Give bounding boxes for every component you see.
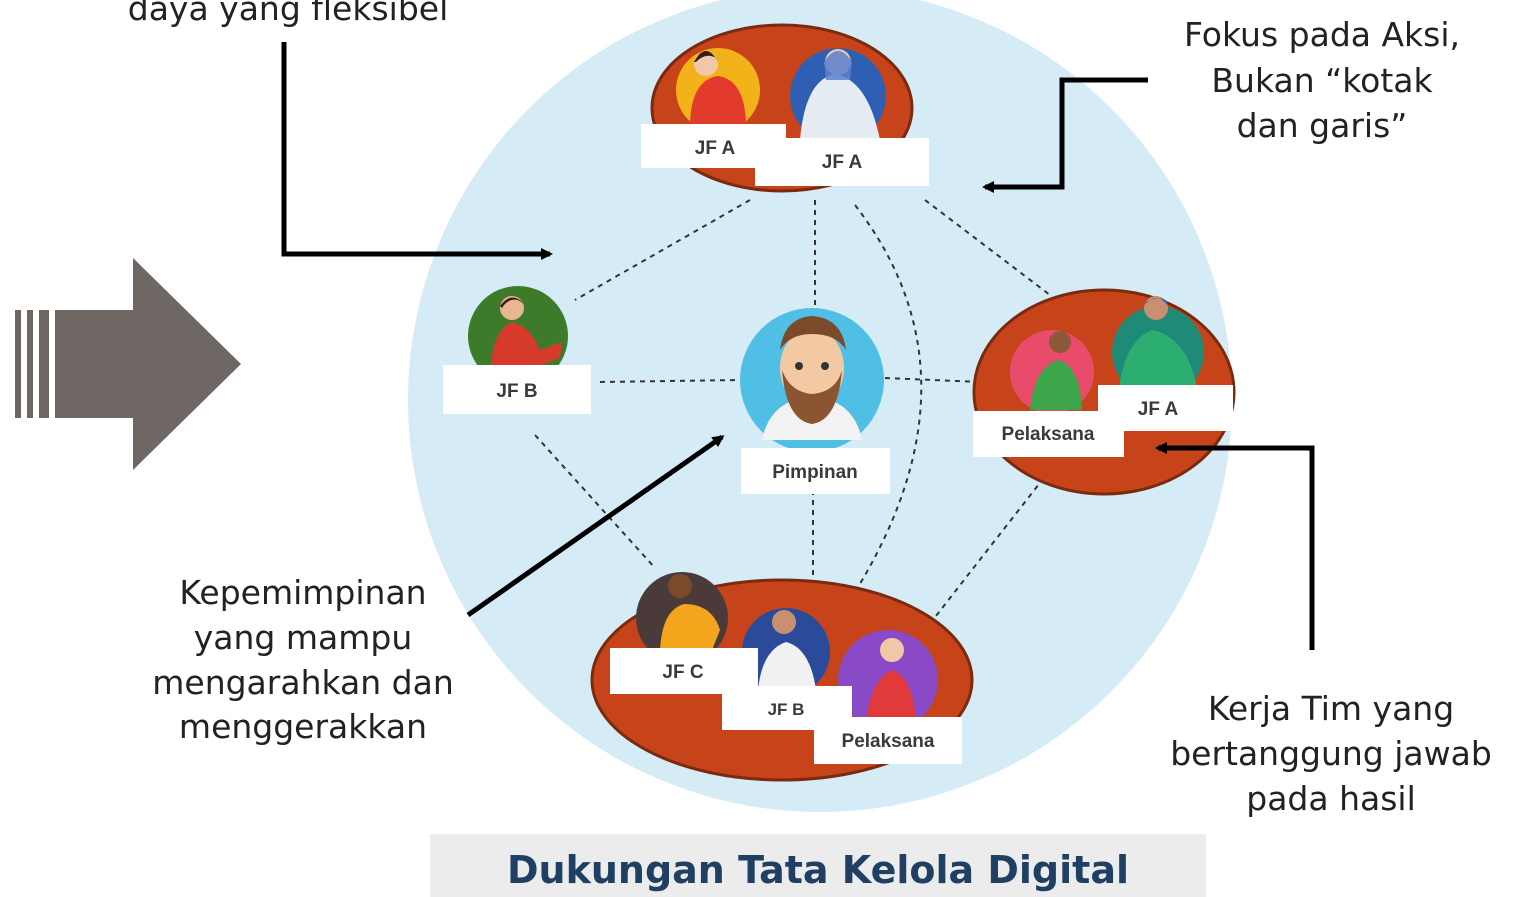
team-right: JF A Pelaksana <box>972 288 1236 496</box>
node-center: Pimpinan <box>740 308 890 494</box>
node-label: JF B <box>768 700 805 719</box>
node-label: Pelaksana <box>1002 424 1095 445</box>
leader-avatar-icon <box>762 316 862 440</box>
person-icon <box>490 296 562 375</box>
person-icon <box>1010 330 1094 414</box>
person-icon <box>1112 296 1204 398</box>
annotation-line: yang mampu <box>194 618 412 657</box>
annotation-line: pada hasil <box>1246 779 1416 818</box>
person-icon <box>742 608 830 696</box>
person-icon <box>838 630 938 730</box>
node-label: JF C <box>662 662 703 683</box>
person-icon <box>636 572 728 664</box>
annotation-arrows <box>281 42 1315 650</box>
node-label: JF B <box>496 381 537 402</box>
node-left: JF B <box>443 286 591 414</box>
node-label: Pimpinan <box>772 462 858 483</box>
annotation-top-right: Fokus pada Aksi, Bukan “kotak dan garis” <box>1184 15 1460 145</box>
team-top: JF A JF A <box>641 23 929 193</box>
annotation-line: bertanggung jawab <box>1170 734 1492 773</box>
node-label: JF A <box>695 138 736 159</box>
node-label: JF A <box>1138 399 1179 420</box>
big-right-arrow-icon <box>15 258 241 470</box>
team-bottom: JF C JF B Pelaksana <box>590 572 974 782</box>
annotation-line: dan garis” <box>1237 106 1408 145</box>
annotation-right: Kerja Tim yang bertanggung jawab pada ha… <box>1170 689 1492 818</box>
annotation-left: Kepemimpinan yang mampu mengarahkan dan … <box>152 573 453 746</box>
annotation-line: Kepemimpinan <box>179 573 426 612</box>
annotation-line: menggerakkan <box>179 707 427 746</box>
annotation-line: Bukan “kotak <box>1211 61 1433 100</box>
annotation-top-left: daya yang fleksibel <box>128 0 449 28</box>
annotation-line: Fokus pada Aksi, <box>1184 15 1460 54</box>
person-icon <box>676 48 760 132</box>
annotation-line: Kerja Tim yang <box>1208 689 1454 728</box>
annotation-line: mengarahkan dan <box>152 663 453 702</box>
caption-box <box>430 834 1206 897</box>
node-label: Pelaksana <box>842 731 935 752</box>
node-label: JF A <box>822 152 863 173</box>
caption-title: Dukungan Tata Kelola Digital <box>506 848 1129 892</box>
person-icon <box>790 48 886 144</box>
